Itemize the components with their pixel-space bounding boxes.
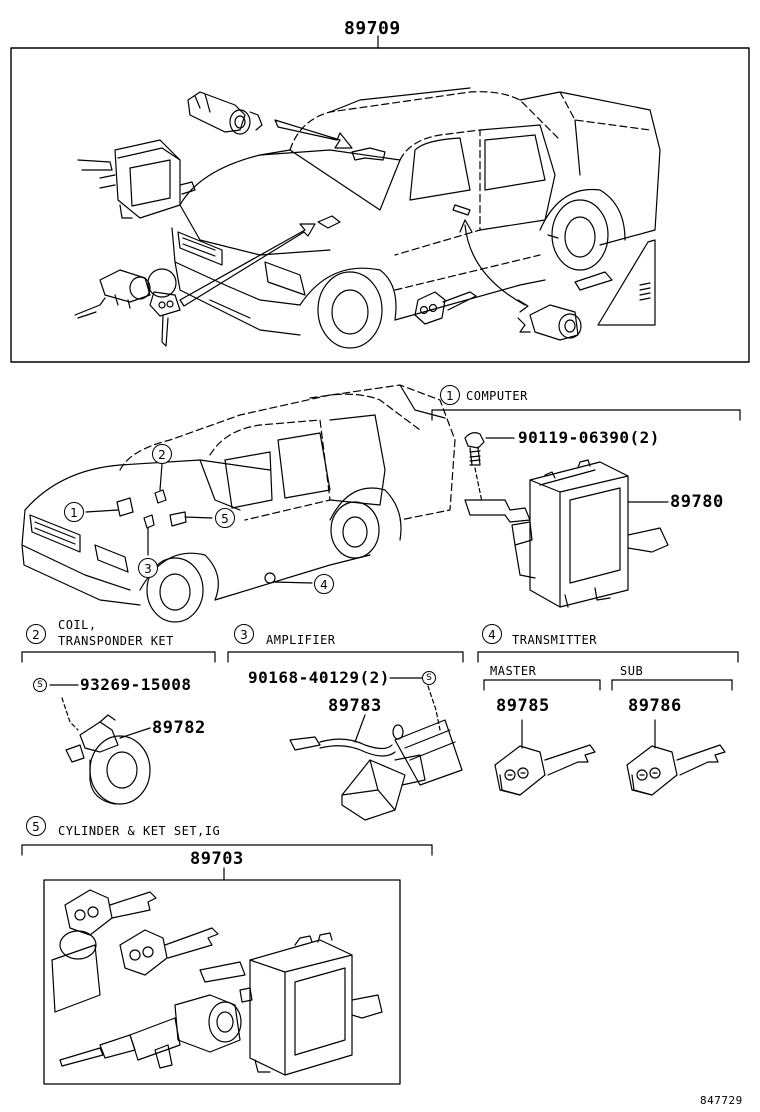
amplifier-label: AMPLIFIER — [266, 633, 336, 647]
computer-section-bracket — [431, 409, 741, 421]
top-arrow-2 — [179, 223, 316, 307]
cylinder-set-illustration — [51, 889, 383, 1076]
cylinder-set-part-89703[interactable]: 89703 — [190, 849, 244, 869]
cylinder-section-bracket — [21, 844, 433, 1085]
diagram-code: 847729 — [700, 1094, 743, 1107]
master-key-illustration — [494, 719, 596, 796]
top-door-lock-cylinder — [187, 91, 263, 135]
callout-3[interactable]: 3 — [138, 558, 158, 578]
callout-2[interactable]: 2 — [152, 444, 172, 464]
coil-label-2: TRANSPONDER KET — [58, 634, 174, 648]
top-label-plate — [597, 239, 656, 326]
top-arrow-3 — [459, 219, 529, 313]
master-key-part-89785[interactable]: 89785 — [496, 696, 550, 716]
cylinder-label: CYLINDER & KET SET,IG — [58, 824, 221, 838]
amplifier-part-89783[interactable]: 89783 — [328, 696, 382, 716]
coil-label-1: COIL, — [58, 618, 97, 632]
computer-bolt-part[interactable]: 90119-06390(2) — [518, 428, 660, 447]
top-frame — [10, 35, 750, 363]
coil-section-bracket — [21, 651, 216, 663]
amplifier-number-circle: 3 — [234, 624, 254, 644]
coil-screw-mark: S — [33, 678, 47, 692]
coil-number-circle: 2 — [26, 624, 46, 644]
amplifier-section-bracket — [227, 651, 464, 663]
callout-4[interactable]: 4 — [314, 574, 334, 594]
computer-label: COMPUTER — [466, 389, 528, 403]
transmitter-number-circle: 4 — [482, 624, 502, 644]
sub-label: SUB — [620, 664, 644, 678]
transmitter-label: TRANSMITTER — [512, 633, 597, 647]
amplifier-screw-mark: S — [422, 671, 436, 685]
sub-key-part-89786[interactable]: 89786 — [628, 696, 682, 716]
computer-bolt — [464, 432, 515, 503]
cylinder-number-circle: 5 — [26, 816, 46, 836]
top-immobilizer-computer — [77, 139, 196, 219]
top-truck-illustration — [171, 87, 661, 349]
top-key-on-ring — [147, 268, 181, 347]
master-label: MASTER — [490, 664, 537, 678]
coil-illustration — [49, 684, 151, 805]
callout-1[interactable]: 1 — [64, 502, 84, 522]
top-transmitter-key — [414, 291, 477, 325]
transmitter-section-bracket — [477, 651, 739, 691]
top-ignition-cylinder — [74, 269, 151, 319]
computer-unit-illustration — [464, 459, 669, 608]
amplifier-screw-part[interactable]: 90168-40129(2) — [248, 668, 390, 687]
top-door-cylinder-right — [517, 304, 582, 341]
coil-screw-part[interactable]: 93269-15008 — [80, 675, 192, 694]
amplifier-illustration — [289, 677, 463, 821]
top-arrow-1 — [274, 119, 353, 149]
coil-part-89782[interactable]: 89782 — [152, 718, 206, 738]
sub-key-illustration — [626, 719, 726, 796]
callout-5[interactable]: 5 — [215, 508, 235, 528]
title-part-number: 89709 — [344, 18, 401, 39]
computer-part-89780[interactable]: 89780 — [670, 492, 724, 512]
top-small-part — [574, 271, 613, 291]
computer-number-circle: 1 — [440, 385, 460, 405]
middle-truck-illustration — [21, 384, 456, 623]
